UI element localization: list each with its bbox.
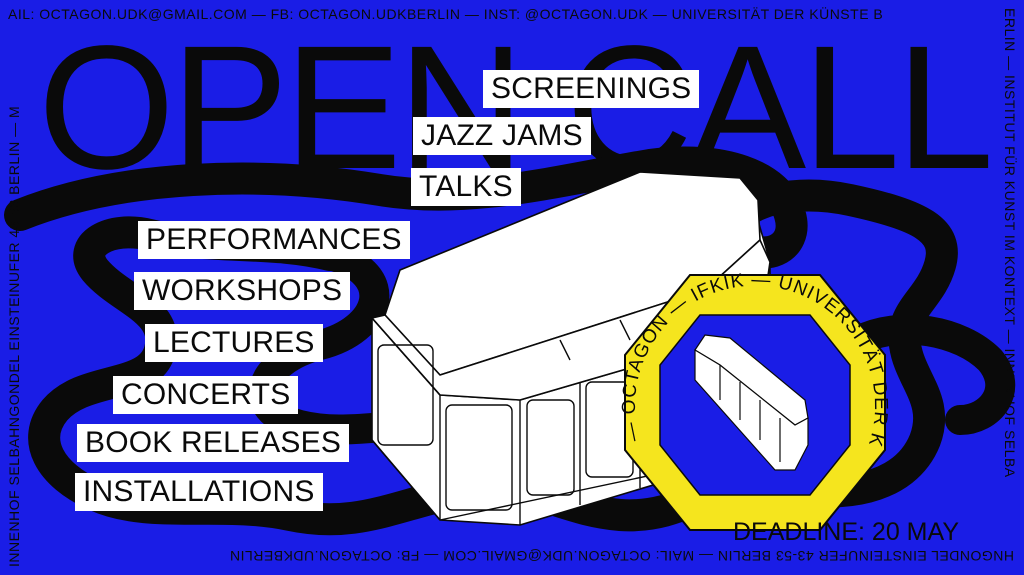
marquee-top: AIL: OCTAGON.UDK@GMAIL.COM — FB: OCTAGON… <box>8 6 884 22</box>
event-label-installations: INSTALLATIONS <box>75 473 323 511</box>
event-label-book-releases: BOOK RELEASES <box>77 424 350 462</box>
marquee-right: ERLIN — INSTITUT FÜR KUNST IM KONTEXT — … <box>1002 8 1018 478</box>
event-label-jazz-jams: JAZZ JAMS <box>413 117 591 155</box>
event-label-lectures: LECTURES <box>145 324 323 362</box>
marquee-bottom: HNGONDEL EINSTEINUFER 43-53 BERLIN — MAI… <box>229 548 1014 564</box>
event-label-screenings: SCREENINGS <box>483 70 700 108</box>
deadline-text: DEADLINE: 20 MAY <box>733 518 960 546</box>
event-label-talks: TALKS <box>411 168 521 206</box>
event-label-performances: PERFORMANCES <box>138 221 410 259</box>
marquee-left: INNENHOF SELBAHNGONDEL EINSTEINUFER 43-5… <box>6 105 22 567</box>
event-label-concerts: CONCERTS <box>113 376 299 414</box>
event-label-workshops: WORKSHOPS <box>134 272 351 310</box>
